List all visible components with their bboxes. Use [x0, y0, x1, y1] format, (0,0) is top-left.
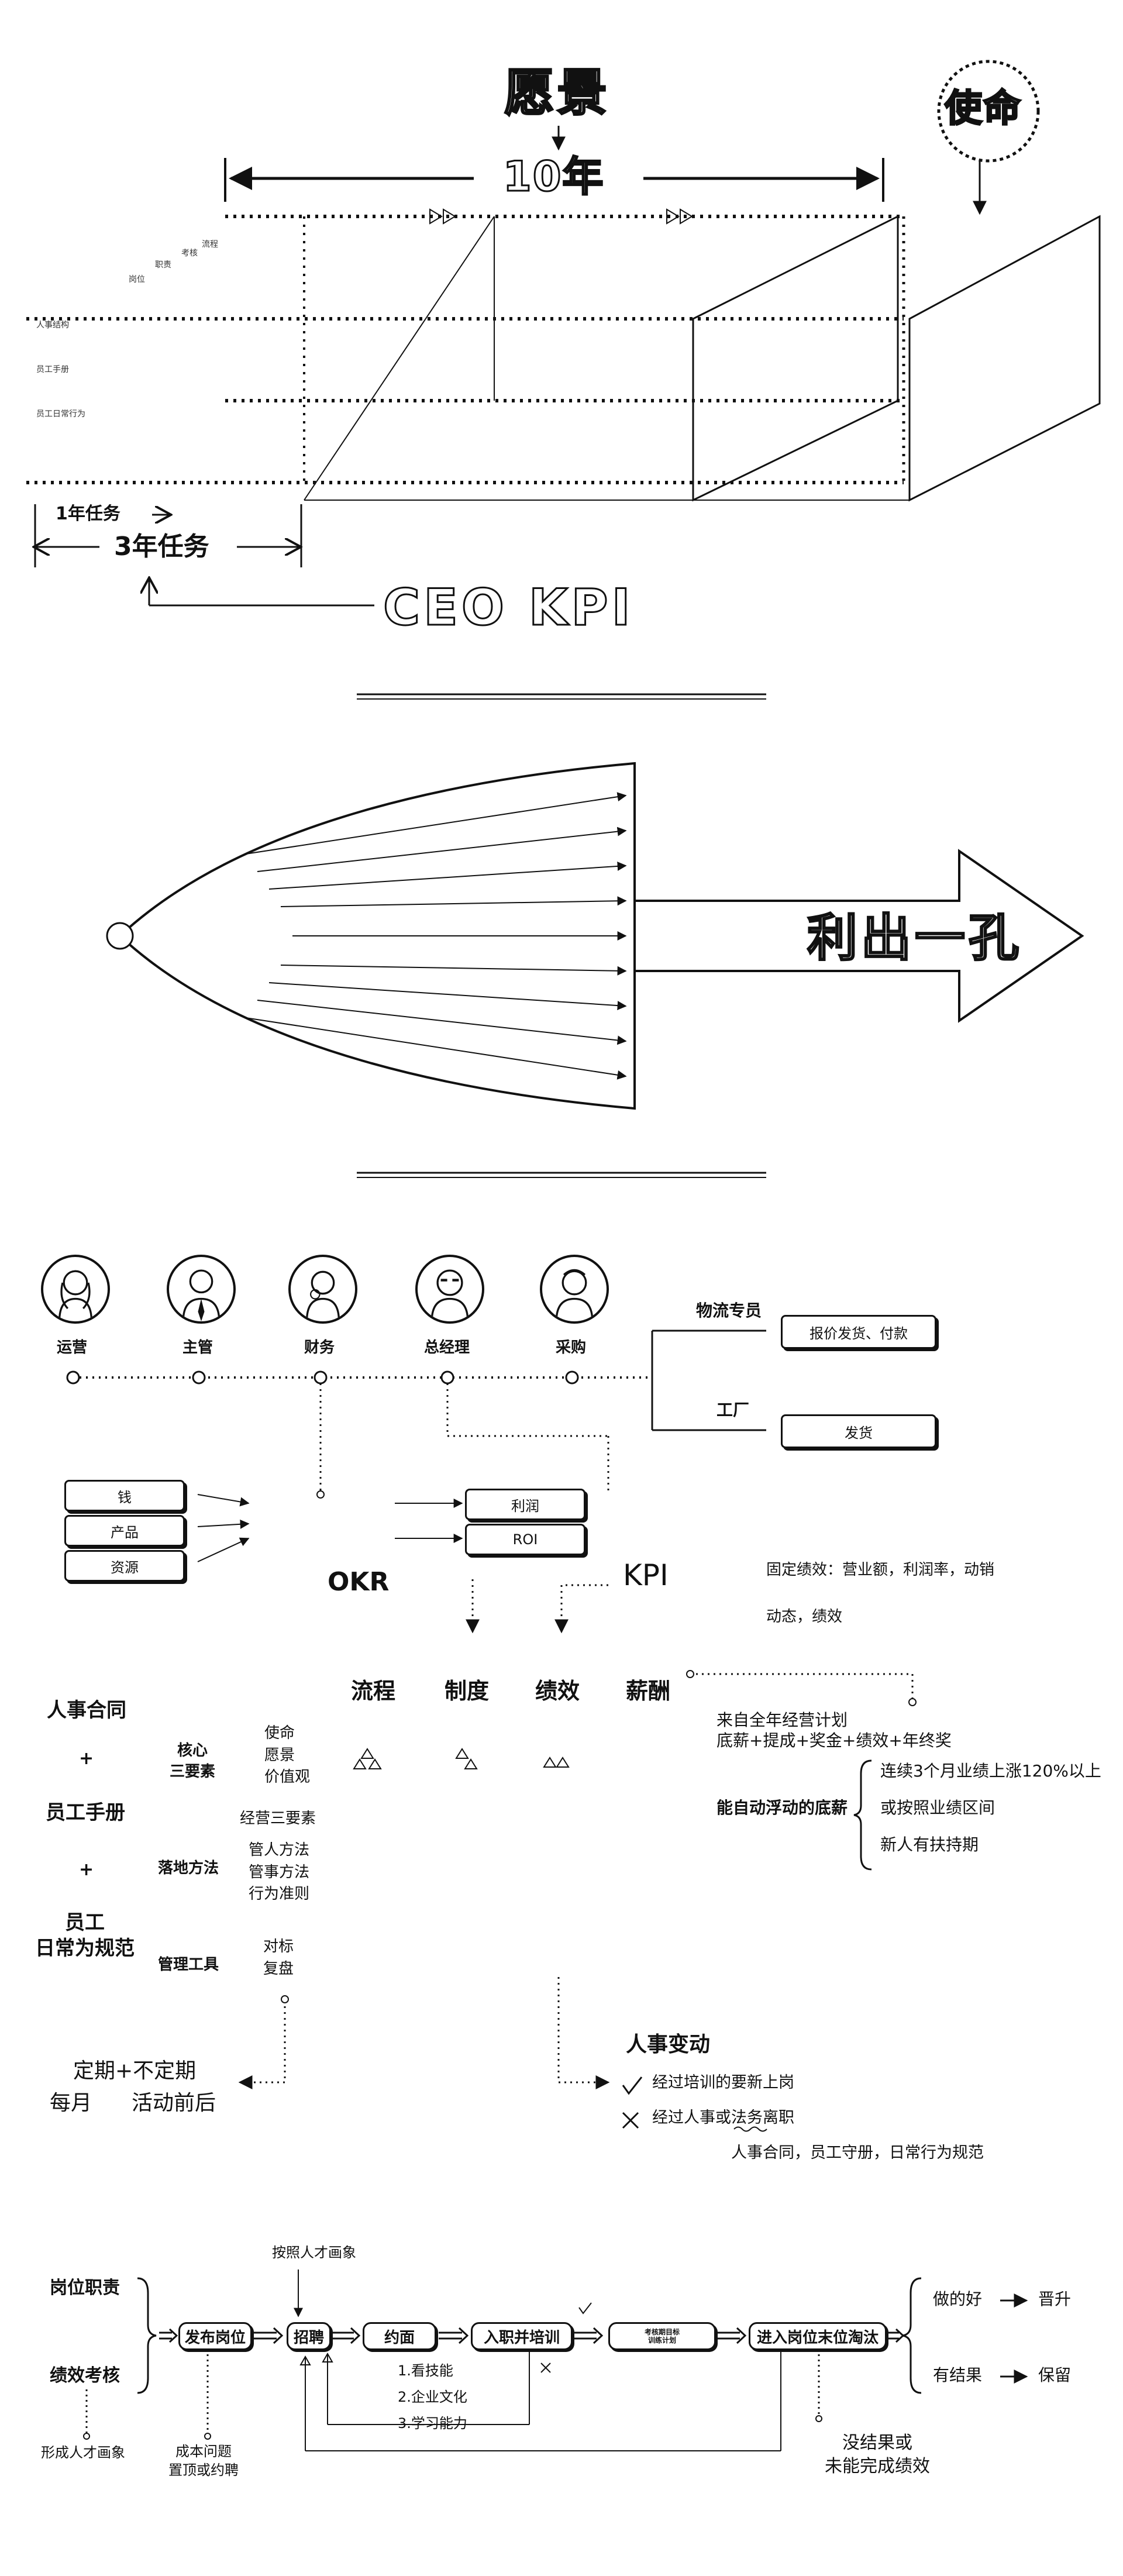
sketch-word: 职责 — [155, 260, 171, 270]
note-fail-2: 未能完成绩效 — [825, 2456, 930, 2477]
job-duties-label: 岗位职责 — [50, 2278, 120, 2298]
sketch-word: 员工手册 — [36, 365, 69, 375]
avatar-supervisor — [167, 1255, 236, 1324]
left-stack-contract: 人事合同 — [47, 1699, 126, 1722]
hr-change-item-2: 经过人事或法务离职 — [652, 2109, 794, 2127]
three-year-task-label: 3年任务 — [114, 532, 209, 562]
role-purchasing: 采购 — [556, 1339, 587, 1356]
logistics-box: 报价发货、付款 — [781, 1315, 936, 1349]
output-roi: ROI — [465, 1524, 585, 1555]
ten-years-label: 10年 — [502, 153, 605, 201]
salary-source-formula: 底薪+提成+奖金+绩效+年终奖 — [716, 1731, 952, 1750]
sketch-word: 员工日常行为 — [36, 409, 85, 419]
sketch-word: 岗位 — [129, 275, 145, 284]
landing-label: 落地方法 — [158, 1859, 219, 1877]
step-onboard-train: 入职并培训 — [471, 2322, 573, 2350]
mission-title: 使命 — [944, 87, 1022, 131]
outcome-good: 做的好 — [933, 2289, 983, 2309]
role-operations: 运营 — [57, 1339, 88, 1356]
check-learning: 3.学习能力 — [398, 2415, 467, 2432]
floating-base-label: 能自动浮动的底薪 — [716, 1798, 848, 1817]
pillar-process: 流程 — [351, 1678, 396, 1704]
note-talent-profile: 形成人才画象 — [41, 2444, 125, 2461]
performance-review-label: 绩效考核 — [50, 2365, 120, 2386]
pillar-performance: 绩效 — [535, 1678, 580, 1704]
note-fail-1: 没结果或 — [842, 2433, 912, 2453]
recruit-flow-diagram — [83, 2270, 1028, 2451]
outcome-has-result: 有结果 — [933, 2365, 983, 2385]
check-culture: 2.企业文化 — [398, 2389, 467, 2405]
left-stack-plus-1: + — [79, 1748, 94, 1769]
vision-title: 愿景 — [504, 63, 609, 123]
input-resources: 资源 — [64, 1550, 185, 1582]
tools-label: 管理工具 — [158, 1956, 219, 1974]
step-probation-plan: 考核期目标 训练计划 — [608, 2322, 716, 2350]
hr-change-title: 人事变动 — [626, 2033, 711, 2057]
core-items: 使命 愿景 价值观 — [264, 1724, 311, 1786]
hr-change-item-3: 人事合同，员工守册，日常行为规范 — [731, 2144, 984, 2162]
role-general-manager: 总经理 — [424, 1339, 470, 1356]
org-kpi-diagram — [66, 1330, 917, 2132]
outcome-promote: 晋升 — [1038, 2289, 1072, 2309]
core-label: 核心 三要素 — [170, 1742, 216, 1781]
sketch-word: 流程 — [202, 240, 218, 249]
slogan-label: 利出一孔 — [807, 908, 1022, 968]
note-cost-2: 置顶或约聘 — [168, 2462, 239, 2478]
floating-item-2: 或按照业绩区间 — [880, 1798, 995, 1817]
logistics-label: 物流专员 — [696, 1301, 762, 1320]
sketch-word: 考核 — [181, 249, 198, 258]
landing-items: 管人方法 管事方法 行为准则 — [249, 1841, 310, 1903]
factory-label: 工厂 — [716, 1400, 750, 1420]
sketch-word-column: 人事结构 员工手册 员工日常行为 — [36, 321, 118, 419]
talent-profile-note: 按照人才画象 — [272, 2244, 356, 2261]
one-year-task-label: 1年任务 — [56, 504, 120, 524]
outcome-retain: 保留 — [1038, 2365, 1072, 2385]
pillar-system: 制度 — [445, 1678, 490, 1704]
left-stack-handbook: 员工手册 — [46, 1801, 125, 1824]
step-interview: 约面 — [363, 2322, 436, 2350]
check-skills: 1.看技能 — [398, 2363, 453, 2379]
schedule-events: 活动前后 — [132, 2091, 216, 2115]
note-cost-1: 成本问题 — [175, 2443, 232, 2460]
schedule-periodic: 定期+不定期 — [73, 2059, 197, 2083]
output-profit: 利润 — [465, 1489, 585, 1520]
ceo-kpi-label: CEO KPI — [383, 578, 634, 638]
okr-label: OKR — [328, 1567, 390, 1597]
floating-item-3: 新人有扶持期 — [880, 1835, 979, 1854]
avatar-operations — [41, 1255, 110, 1324]
salary-source-plan: 来自全年经营计划 — [716, 1710, 848, 1730]
avatar-general-manager — [415, 1255, 484, 1324]
schedule-monthly: 每月 — [50, 2091, 92, 2115]
left-stack-plus-2: + — [79, 1859, 94, 1880]
avatar-finance — [288, 1255, 357, 1324]
step-job-elimination: 进入岗位末位淘汰 — [749, 2322, 887, 2350]
kpi-note-fixed: 固定绩效：营业额，利润率，动销 — [766, 1561, 995, 1579]
role-supervisor: 主管 — [182, 1339, 213, 1356]
input-money: 钱 — [64, 1480, 185, 1511]
floating-item-1: 连续3个月业绩上涨120%以上 — [880, 1761, 1101, 1781]
hr-change-item-1: 经过培训的要新上岗 — [652, 2074, 794, 2092]
sketch-word: 人事结构 — [36, 321, 69, 330]
left-stack-behavior: 员工 日常为规范 — [35, 1911, 135, 1961]
pillar-salary: 薪酬 — [626, 1678, 671, 1704]
role-finance: 财务 — [304, 1339, 335, 1356]
kpi-note-dynamic: 动态，绩效 — [766, 1608, 843, 1626]
step-post-job: 发布岗位 — [178, 2322, 252, 2350]
funnel-arrow-diagram — [106, 762, 1084, 1178]
kpi-label: KPI — [623, 1558, 669, 1592]
input-product: 产品 — [64, 1515, 185, 1547]
tools-items: 对标 复盘 — [263, 1938, 294, 1978]
ops-three-elements: 经营三要素 — [240, 1810, 316, 1827]
timeline-diagram — [26, 60, 1101, 700]
mission-circle — [937, 60, 1040, 163]
factory-box: 发货 — [781, 1414, 936, 1448]
step-recruit: 招聘 — [287, 2322, 331, 2350]
avatar-purchasing — [540, 1255, 609, 1324]
